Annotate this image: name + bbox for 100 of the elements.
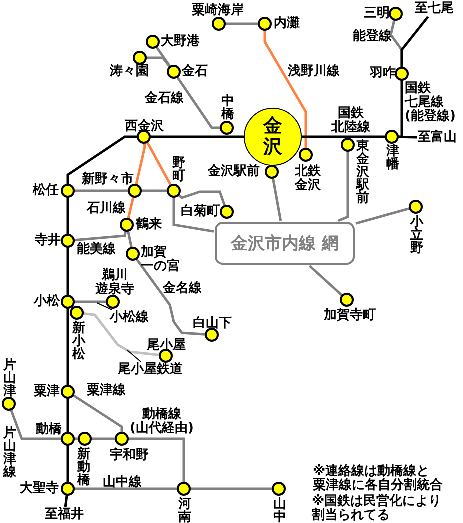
- rail-line: [272, 178, 282, 222]
- line-name: 浅野川線: [288, 65, 340, 79]
- station-name: 鶴来: [136, 218, 162, 232]
- rail-line: [128, 438, 186, 482]
- rail-line: [72, 394, 124, 432]
- rail-line: [74, 300, 106, 304]
- network-box: 金沢市内線 網: [215, 222, 355, 265]
- station-name: 内灘: [274, 17, 300, 31]
- leader-line: [96, 302, 113, 310]
- station-name: 小立野: [410, 216, 424, 255]
- station-circle: [385, 130, 399, 144]
- station-name: 寺井: [35, 234, 61, 248]
- rail-line: [150, 136, 244, 138]
- station-name: 山中: [273, 498, 287, 523]
- station-name: 白菊町: [181, 205, 220, 219]
- rail-line: [398, 80, 404, 138]
- station-name: 大聖寺: [20, 482, 59, 496]
- rail-line: [156, 46, 172, 68]
- station-circle: [389, 7, 403, 21]
- line-name: 国鉄七尾線(能登線): [405, 82, 456, 124]
- rail-line: [127, 231, 133, 248]
- destination-label: 至富山: [418, 131, 457, 145]
- destination-label: 至七尾: [415, 2, 454, 16]
- rail-line: [66, 198, 70, 234]
- station-circle: [137, 130, 151, 144]
- rail-line: [74, 190, 128, 192]
- rail-line: [146, 56, 171, 68]
- station-name: 西金沢: [125, 120, 164, 134]
- line-name: 粟津線: [87, 384, 126, 398]
- note-text: ※国鉄は民営化により割当られてる: [312, 495, 442, 523]
- note-text: ※連絡線は動橋線と粟津線に各自分割統合: [313, 465, 443, 493]
- station-name: 松任: [33, 184, 59, 198]
- station-circle: [115, 432, 129, 446]
- station-name: 三明: [364, 7, 390, 21]
- station-name: 粟崎海岸: [192, 4, 244, 18]
- line-name: 片山津線: [3, 427, 17, 479]
- station-circle: [212, 17, 226, 31]
- station-circle: [177, 482, 191, 496]
- station-circle: [61, 432, 75, 446]
- station-circle: [61, 295, 75, 309]
- station-name: 津幡: [386, 145, 400, 171]
- rail-line: [172, 198, 214, 233]
- station-name: 野町: [172, 157, 186, 183]
- station-circle: [2, 397, 16, 411]
- line-name: 金名線: [163, 282, 202, 296]
- station-circle: [167, 184, 181, 198]
- rail-line: [74, 488, 178, 490]
- station-circle: [61, 184, 75, 198]
- rail-line: [176, 76, 220, 130]
- rail-line: [10, 410, 62, 440]
- station-name: 河南: [178, 498, 192, 523]
- rail-line: [400, 16, 430, 68]
- station-name: 金石: [182, 65, 208, 79]
- rail-line: [338, 152, 350, 222]
- station-name: 加賀一の宮: [141, 246, 180, 274]
- station-circle: [258, 17, 272, 31]
- station-circle: [146, 35, 160, 49]
- station-name: 新小松: [72, 322, 86, 361]
- rail-line: [66, 446, 70, 482]
- station-name: 東金沢駅前: [356, 140, 370, 205]
- station-circle: [106, 295, 120, 309]
- rail-line: [142, 190, 168, 192]
- station-circle: [341, 138, 355, 152]
- line-name: 金石線: [145, 92, 184, 106]
- line-name: 尾小屋鉄道: [118, 363, 183, 377]
- line-name: 小松線: [110, 311, 149, 325]
- rail-line: [83, 312, 160, 357]
- station-circle: [61, 385, 75, 399]
- station-circle: [272, 482, 286, 496]
- station-circle: [409, 200, 423, 214]
- station-name: 涛々園: [110, 65, 149, 79]
- station-circle: [265, 165, 279, 179]
- station-circle: [70, 306, 84, 320]
- rail-line: [127, 197, 135, 219]
- station-name: 新動橋: [77, 448, 91, 487]
- rail-line: [66, 248, 70, 296]
- line-name: 能登線: [353, 30, 392, 44]
- rail-line: [66, 308, 70, 386]
- rail-line: [92, 438, 116, 440]
- station-circle: [340, 293, 354, 307]
- station-name: 金沢駅前: [208, 165, 260, 179]
- rail-line: [66, 136, 138, 184]
- station-name: 北鉄金沢: [294, 165, 322, 193]
- leader-line: [126, 350, 142, 362]
- station-name: 大野港: [161, 35, 200, 49]
- line-name: 石川線: [87, 202, 126, 216]
- destination-label: 至福井: [45, 508, 84, 522]
- station-name: 鵜川遊泉寺: [94, 269, 136, 297]
- station-circle: [78, 432, 92, 446]
- station-circle: [61, 482, 75, 496]
- station-name: 粟津: [34, 385, 60, 399]
- station-name: 小松: [34, 295, 60, 309]
- rail-line: [146, 142, 172, 186]
- station-circle: [126, 247, 140, 261]
- line-name: 動橋線(山代経由): [129, 408, 195, 436]
- rail-line: [190, 488, 272, 490]
- station-circle: [120, 218, 134, 232]
- station-circle: [220, 121, 234, 135]
- rail-line: [135, 143, 146, 185]
- line-name: 国鉄北陸線: [330, 107, 372, 135]
